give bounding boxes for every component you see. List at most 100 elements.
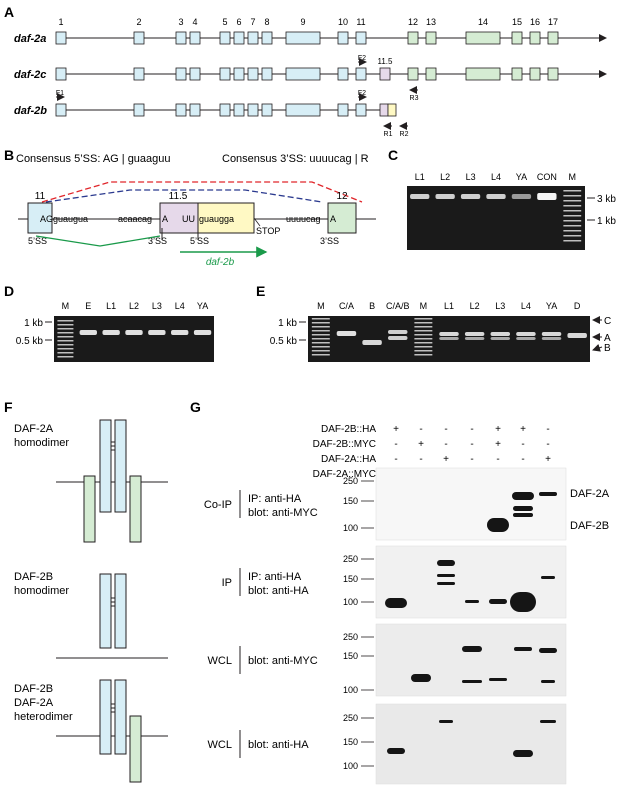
isoform-1-exon-1 [55, 67, 67, 81]
panelE-lane-label-2: B [369, 301, 375, 311]
blot-2-line-0: blot: anti-MYC [248, 655, 318, 667]
isoform-2-exon-2 [133, 103, 145, 117]
stop-pointer [253, 217, 261, 227]
panelC-lane-label-2: L3 [466, 172, 476, 182]
panelE-ladder-4-4 [414, 334, 433, 336]
blot-3-line-0: blot: anti-HA [248, 739, 309, 751]
blot-2-mw-1: 150 [343, 651, 358, 661]
sign-2-4: - [496, 454, 499, 465]
blot-2-band-6 [541, 680, 555, 683]
seq-a-1: A [162, 214, 168, 224]
exon-number-11: 11 [356, 17, 365, 27]
isoform-1-exon-3 [175, 67, 187, 81]
consensus-3ss: Consensus 3’SS: uuuucag | R [222, 153, 369, 165]
sign-2-5: - [521, 454, 524, 465]
isoform-2-exon-8 [261, 103, 273, 117]
panelE-ladder-4-5 [414, 338, 433, 340]
isoform-1-exon-9 [285, 67, 321, 81]
isoform-0-exon-8 [261, 31, 273, 45]
panelC-ladder-6-3 [563, 205, 582, 207]
panelD-ladder-0-0 [57, 320, 74, 322]
panelD-ladder-0-7 [57, 348, 74, 350]
isoform-1-exon-11 [355, 67, 367, 81]
stop-label: STOP [256, 226, 280, 236]
exon-11.5-label: 11.5 [169, 191, 188, 202]
panelE-ladder-0-8 [311, 350, 330, 352]
blot-1-band-0 [385, 598, 407, 608]
exon-number-12: 12 [408, 17, 418, 27]
isoform-0-exon-13 [425, 31, 437, 45]
panelE-band-7-1 [490, 337, 511, 340]
blot-3-mw-1: 150 [343, 737, 358, 747]
panelD-band-2-0 [102, 330, 120, 335]
panelD-marker-0: 1 kb [24, 318, 43, 329]
panel-c-label: C [388, 147, 398, 163]
band-label-daf-2a: DAF-2A [570, 488, 610, 500]
daf-2b-exon-11.5 [379, 103, 389, 117]
sign-0-6: - [546, 424, 549, 435]
ss-label-2: 3’SS [148, 236, 167, 246]
dimer1-kinase-a [83, 475, 96, 543]
panelC-lane-label-0: L1 [415, 172, 425, 182]
ss-label-3: 5’SS [190, 236, 209, 246]
blot-3-band-1 [513, 750, 533, 757]
panel-b-splice-diagram: Consensus 5’SS: AG | guaaguu Consensus 3… [16, 153, 376, 268]
isoform-0-exon-9 [285, 31, 321, 45]
seq-uu: UU [182, 214, 195, 224]
panelE-band-3-0 [387, 330, 408, 334]
isoform-0-exon-6 [233, 31, 245, 45]
panelC-ladder-6-10 [563, 240, 582, 242]
panelC-band-1-0 [435, 194, 455, 199]
panelC-ladder-6-4 [563, 210, 582, 212]
panelE-marker-0: 1 kb [278, 318, 297, 329]
isoform-label-0: daf-2a [14, 33, 46, 45]
isoform-1-exon-17 [547, 67, 559, 81]
panelD-band-3-0 [125, 330, 143, 335]
sign-1-6: - [546, 439, 549, 450]
blot-2-band-1 [411, 674, 431, 682]
panel-g-label: G [190, 399, 201, 415]
isoform-0-exon-10 [337, 31, 349, 45]
sign-0-3: - [470, 424, 473, 435]
exon-number-7: 7 [250, 17, 255, 27]
isoform-label-1: daf-2c [14, 69, 46, 81]
consensus-5ss: Consensus 5’SS: AG | guaaguu [16, 153, 171, 165]
panelE-ladder-4-8 [414, 350, 433, 352]
exon-number-1: 1 [58, 17, 63, 27]
blot-1-band-3 [437, 582, 455, 585]
panelE-lane-label-1: C/A [339, 301, 354, 311]
isoform-2-exon-4 [189, 103, 201, 117]
sign-2-0: - [394, 454, 397, 465]
daf-2b-exon-11.5-tail [387, 103, 397, 117]
panelD-gel-image [54, 316, 214, 362]
panelC-marker-0: 3 kb [597, 194, 616, 205]
exon-11-label: 11 [35, 191, 46, 202]
panelE-lane-label-7: L3 [495, 301, 505, 311]
blot-1-line-0: IP: anti-HA [248, 571, 302, 583]
panelD-marker-1: 0.5 kb [16, 336, 44, 347]
isoform-2-exon-10 [337, 103, 349, 117]
isoform-0-exon-7 [247, 31, 259, 45]
exon-number-8: 8 [264, 17, 269, 27]
isoform-2-exon-11 [355, 103, 367, 117]
primer-F2b-label: F2 [358, 90, 366, 97]
exon-label-11.5: 11.5 [378, 57, 394, 66]
panelD-band-4-0 [148, 330, 166, 335]
panel-e-band-label-0: C [604, 316, 611, 327]
panelE-band-6-1 [464, 337, 485, 340]
blot-0-mw-1: 150 [343, 496, 358, 506]
primer-R2-label: R2 [400, 131, 409, 138]
blot-0-band-4 [513, 513, 533, 517]
isoform-2-exon-5 [219, 103, 231, 117]
panelE-band-6-0 [464, 332, 485, 336]
blot-1-mw-2: 100 [343, 597, 358, 607]
exon-number-4: 4 [192, 17, 197, 27]
dimer1-receptor-b [114, 419, 127, 513]
panelC-band-3-0 [486, 194, 506, 199]
exon-number-3: 3 [178, 17, 183, 27]
condition-label-3: DAF-2A::MYC [313, 469, 376, 480]
